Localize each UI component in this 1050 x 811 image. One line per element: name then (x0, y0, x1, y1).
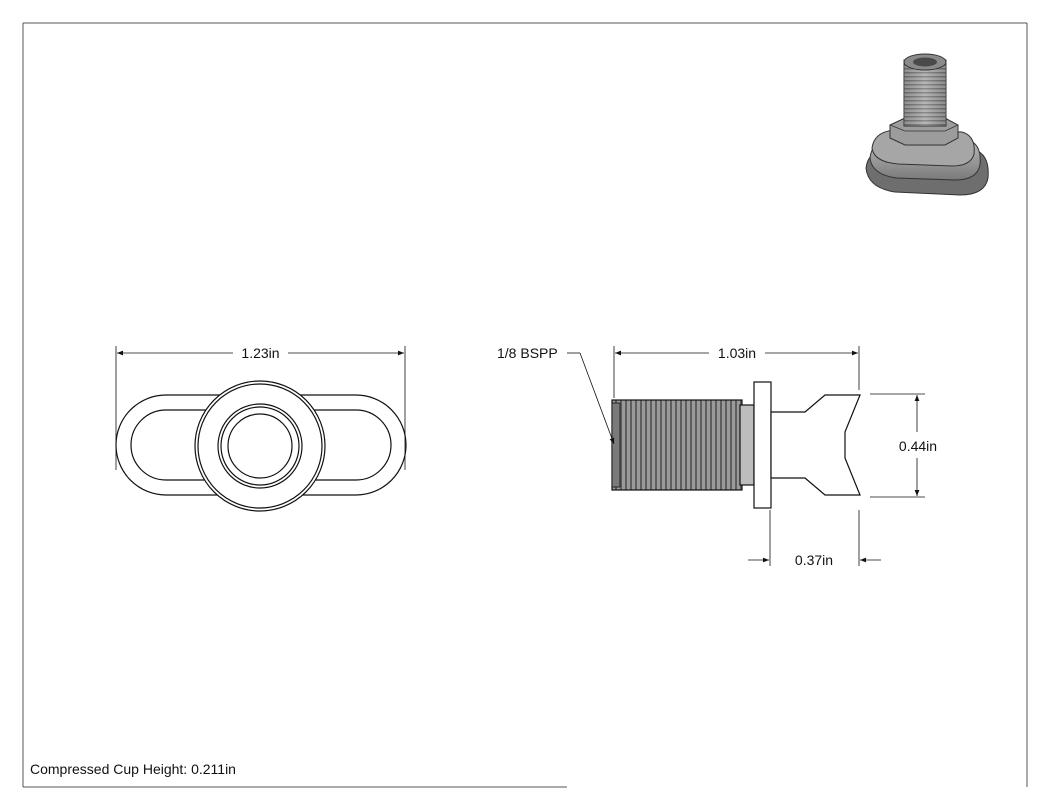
isometric-view (865, 53, 989, 196)
dimension-cup-height (748, 510, 881, 566)
compressed-cup-height-note: Compressed Cup Height: 0.211in (30, 761, 236, 777)
sheet-border (22, 22, 1028, 788)
dimension-cup-diameter (870, 393, 925, 498)
thread-relief (739, 404, 755, 486)
fitting-mid (220, 406, 300, 486)
hex-nut-outline (194, 380, 326, 512)
bellows-cup (770, 394, 861, 496)
fitting-bore (227, 413, 293, 479)
top-view (115, 380, 407, 512)
hex-flange (753, 381, 772, 509)
dimension-width-label: 1.23in (241, 345, 279, 361)
dimension-overall-width (115, 346, 406, 470)
dimension-height-label: 0.37in (795, 552, 833, 568)
hex-nut-inner (197, 383, 323, 509)
dimension-overall-length (613, 346, 860, 398)
thread-callout-label: 1/8 BSPP (497, 345, 558, 361)
fitting-outer (217, 403, 303, 489)
side-view (611, 381, 861, 509)
cup-outline-outer (115, 394, 407, 496)
dimension-length-label: 1.03in (718, 345, 756, 361)
dimension-diameter-label: 0.44in (899, 438, 937, 454)
thread-callout-leader (567, 352, 615, 445)
cup-outline-inner (130, 409, 392, 481)
threaded-stem (611, 399, 743, 491)
